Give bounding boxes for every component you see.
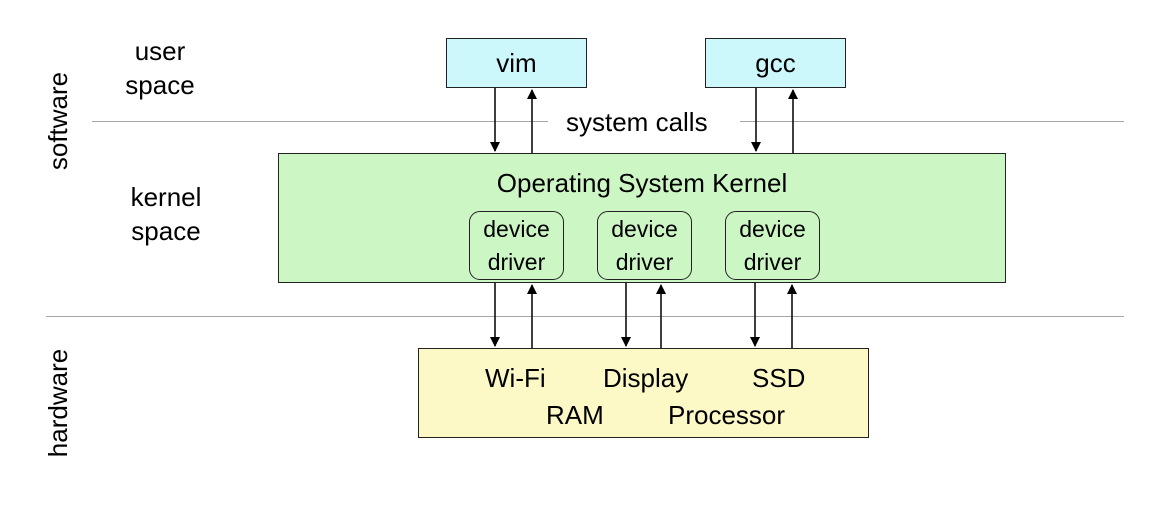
kernel-title: Operating System Kernel [496, 168, 788, 198]
user-space-label: user space [120, 34, 200, 102]
software-hardware-divider [46, 316, 1124, 317]
kernel-space-label: kernel space [118, 180, 214, 248]
vim-box: vim [446, 38, 587, 88]
vim-label: vim [496, 47, 537, 78]
hw-wifi: Wi-Fi [485, 363, 546, 393]
gcc-label: gcc [755, 47, 796, 78]
user-kernel-divider-right [740, 121, 1124, 122]
device-driver-2: device driver [597, 211, 692, 280]
hw-ssd: SSD [752, 363, 806, 393]
hw-display: Display [603, 363, 689, 393]
system-calls-label: system calls [566, 107, 708, 137]
hw-processor: Processor [668, 400, 786, 430]
kernel-space-line1: kernel [130, 182, 202, 212]
user-space-line2: space [125, 70, 195, 100]
user-space-line1: user [134, 36, 186, 66]
gcc-box: gcc [705, 38, 846, 88]
kernel-space-line2: space [131, 216, 201, 246]
device-driver-3-line1: device [739, 216, 806, 242]
device-driver-3-line2: driver [743, 249, 802, 275]
device-driver-1: device driver [469, 211, 564, 280]
device-driver-3: device driver [725, 211, 820, 280]
device-driver-1-line1: device [483, 216, 550, 242]
device-driver-2-line1: device [611, 216, 678, 242]
hardware-box: Wi-Fi Display SSD RAM Processor [418, 348, 869, 438]
device-driver-2-line2: driver [615, 249, 674, 275]
hw-ram: RAM [546, 400, 604, 430]
kernel-box: Operating System Kernel device driver de… [278, 153, 1006, 283]
user-kernel-divider-left [92, 121, 548, 122]
device-driver-1-line2: driver [487, 249, 546, 275]
